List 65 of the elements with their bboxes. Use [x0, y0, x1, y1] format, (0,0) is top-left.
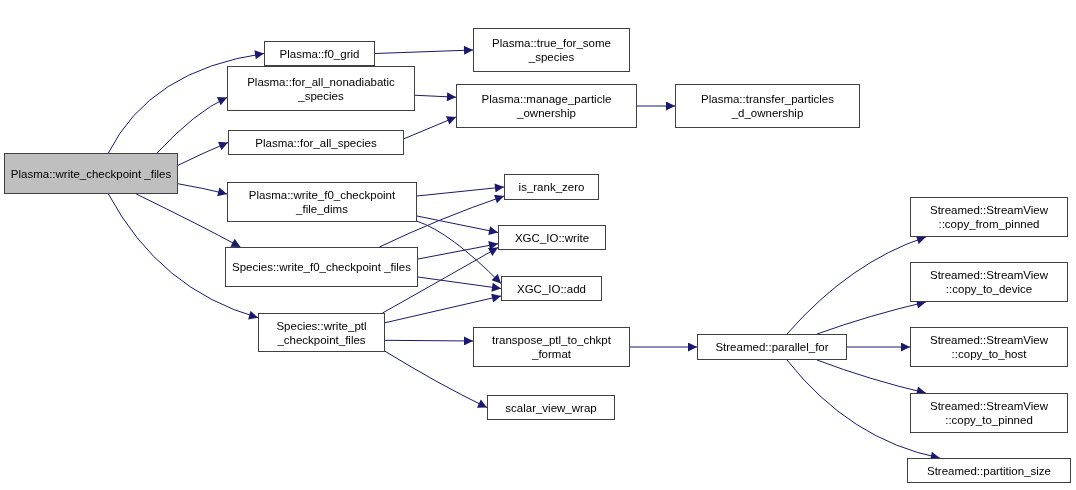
function-name: XGC_IO::add	[515, 281, 587, 296]
function-name: Plasma::write_f0_checkpoint _file_dims	[247, 188, 397, 216]
call-arrow	[384, 293, 502, 324]
function-name: Plasma::for_all_nonadiabatic _species	[246, 74, 396, 103]
function-box	[227, 182, 417, 222]
call-arrow	[378, 194, 505, 248]
function-name: Plasma::transfer_particles _d_ownership	[700, 92, 835, 120]
call-arrow	[416, 220, 502, 284]
function-box	[907, 458, 1071, 483]
function-name: is_rank_zero	[517, 180, 586, 194]
function-name: XGC_IO::write	[513, 230, 591, 245]
function-name: Plasma::true_for_some _species	[491, 36, 612, 64]
function-box	[675, 84, 860, 128]
call-arrow	[374, 45, 474, 55]
function-name: Streamed::parallel_for	[714, 340, 830, 354]
call-arrow	[636, 101, 676, 111]
call-arrow	[156, 97, 228, 154]
function-name: Plasma::for_all_species	[254, 135, 378, 150]
call-arrow	[417, 241, 499, 260]
call-arrow	[786, 235, 927, 335]
function-name: Streamed::partition_size	[926, 463, 1052, 478]
function-name: Plasma::write_checkpoint _files	[9, 166, 173, 181]
call-arrow	[846, 342, 911, 352]
call-arrow	[403, 116, 457, 140]
function-name: Species::write_ptl _checkpoint_files	[275, 318, 368, 347]
call-arrow	[107, 50, 265, 154]
function-box	[910, 262, 1068, 302]
function-box	[910, 197, 1068, 237]
call-arrow	[384, 336, 474, 346]
function-name: transpose_ptl_to_chkpt _format	[491, 333, 612, 361]
function-name: Streamed::StreamView ::copy_to_device	[928, 268, 1049, 296]
function-name: Streamed::StreamView ::copy_to_pinned	[928, 399, 1049, 427]
function-box	[258, 313, 385, 352]
call-arrow	[416, 183, 505, 197]
function-name: scalar_view_wrap	[504, 400, 598, 415]
function-box	[498, 225, 606, 250]
call-arrow	[416, 215, 499, 236]
function-box	[473, 327, 630, 367]
highlighted-function-box	[4, 153, 178, 194]
function-name: Streamed::StreamView ::copy_to_host	[928, 333, 1049, 361]
function-box	[264, 41, 375, 66]
function-name: Streamed::StreamView ::copy_from_pinned	[928, 203, 1049, 231]
function-box	[697, 334, 847, 360]
call-arrow	[107, 193, 259, 320]
function-box	[504, 174, 599, 200]
function-box	[228, 130, 404, 155]
function-name: Species::write_f0_checkpoint _files	[231, 260, 412, 274]
call-arrow	[381, 247, 499, 314]
call-arrow	[135, 193, 241, 248]
call-arrow	[629, 342, 698, 352]
function-box	[473, 28, 630, 72]
function-box	[910, 327, 1068, 367]
function-box	[456, 84, 637, 128]
call-arrow	[417, 276, 502, 292]
call-arrow	[177, 183, 228, 197]
function-box	[225, 247, 418, 287]
function-box	[227, 66, 415, 111]
function-box	[501, 276, 602, 301]
call-arrow	[384, 350, 488, 408]
function-name: Plasma::manage_particle _ownership	[480, 92, 613, 120]
call-arrow	[414, 92, 457, 102]
function-name: Plasma::f0_grid	[278, 46, 361, 61]
function-box	[487, 395, 615, 420]
call-arrow	[177, 141, 229, 166]
function-box	[910, 393, 1068, 433]
